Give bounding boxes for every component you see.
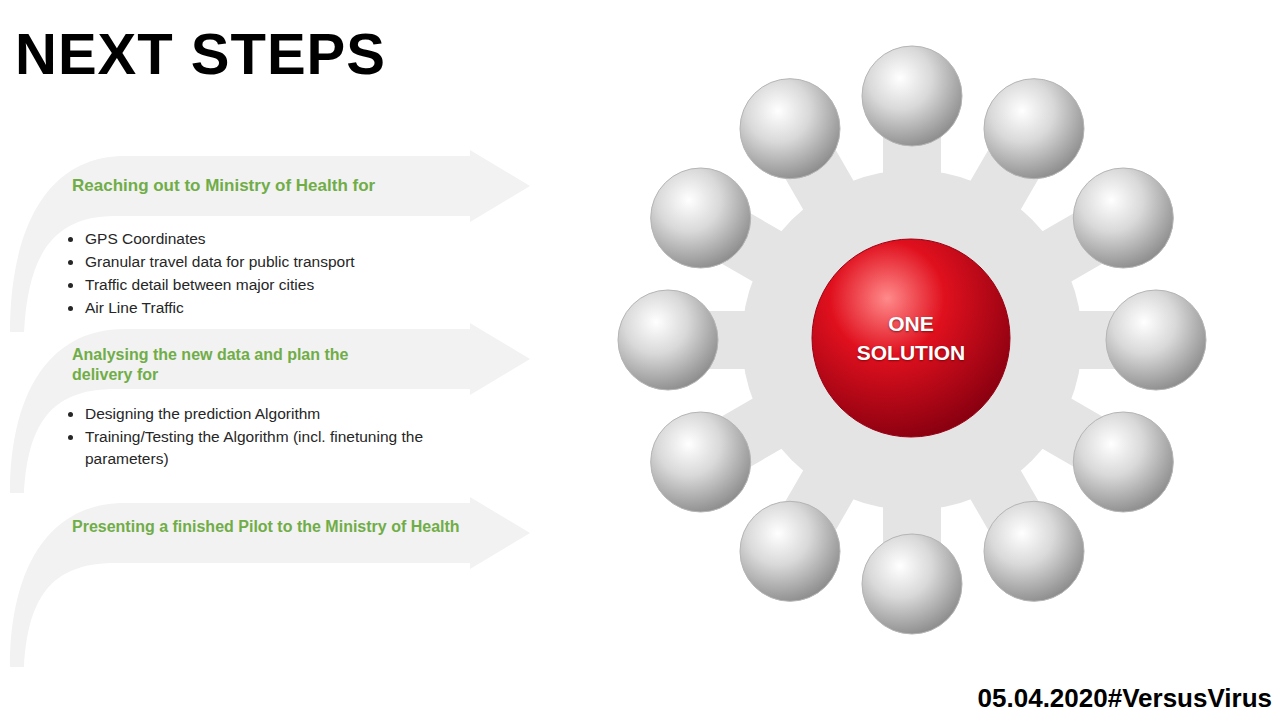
bullet-item: Training/Testing the Algorithm (incl. fi… bbox=[85, 426, 445, 470]
solution-sphere: ONE SOLUTION bbox=[811, 238, 1011, 438]
bullet-item: Granular travel data for public transpor… bbox=[85, 251, 465, 273]
bullet-list: Designing the prediction AlgorithmTraini… bbox=[85, 403, 445, 471]
arrow-band bbox=[10, 323, 530, 493]
slide-title: NEXT STEPS bbox=[15, 22, 386, 86]
bullet-text: Granular travel data for public transpor… bbox=[85, 253, 355, 270]
bullet-item: Traffic detail between major cities bbox=[85, 274, 465, 296]
bullet-dot bbox=[68, 435, 73, 440]
arrow-band bbox=[10, 497, 530, 667]
bullet-item: GPS Coordinates bbox=[85, 228, 465, 250]
bullet-item: Designing the prediction Algorithm bbox=[85, 403, 445, 425]
step-heading: Analysing the new data and plan the deli… bbox=[72, 345, 412, 385]
bullet-dot bbox=[68, 306, 73, 311]
bullet-dot bbox=[68, 283, 73, 288]
bullet-text: Designing the prediction Algorithm bbox=[85, 405, 320, 422]
step-arrow: Presenting a finished Pilot to the Minis… bbox=[0, 497, 540, 667]
bullet-item: Air Line Traffic bbox=[85, 297, 465, 319]
red-sphere-shape bbox=[811, 238, 1011, 438]
bullet-list: GPS CoordinatesGranular travel data for … bbox=[85, 228, 465, 320]
bullet-dot bbox=[68, 237, 73, 242]
step-heading: Presenting a finished Pilot to the Minis… bbox=[72, 517, 482, 537]
arrow-band bbox=[10, 150, 530, 332]
red-sphere bbox=[812, 239, 1010, 437]
step-arrow: Analysing the new data and plan the deli… bbox=[0, 323, 540, 493]
center-wrap: ONE SOLUTION bbox=[811, 238, 1011, 438]
bullet-text: Training/Testing the Algorithm (incl. fi… bbox=[85, 428, 423, 467]
bullet-text: Traffic detail between major cities bbox=[85, 276, 314, 293]
step-arrow: Reaching out to Ministry of Health forGP… bbox=[0, 150, 540, 332]
bullet-text: GPS Coordinates bbox=[85, 230, 206, 247]
bullet-dot bbox=[68, 260, 73, 265]
sphere-label: ONE SOLUTION bbox=[841, 309, 981, 367]
footer-caption: 05.04.2020#VersusVirus bbox=[978, 682, 1272, 714]
bullet-dot bbox=[68, 412, 73, 417]
bullet-text: Air Line Traffic bbox=[85, 299, 184, 316]
step-heading: Reaching out to Ministry of Health for bbox=[72, 176, 472, 196]
